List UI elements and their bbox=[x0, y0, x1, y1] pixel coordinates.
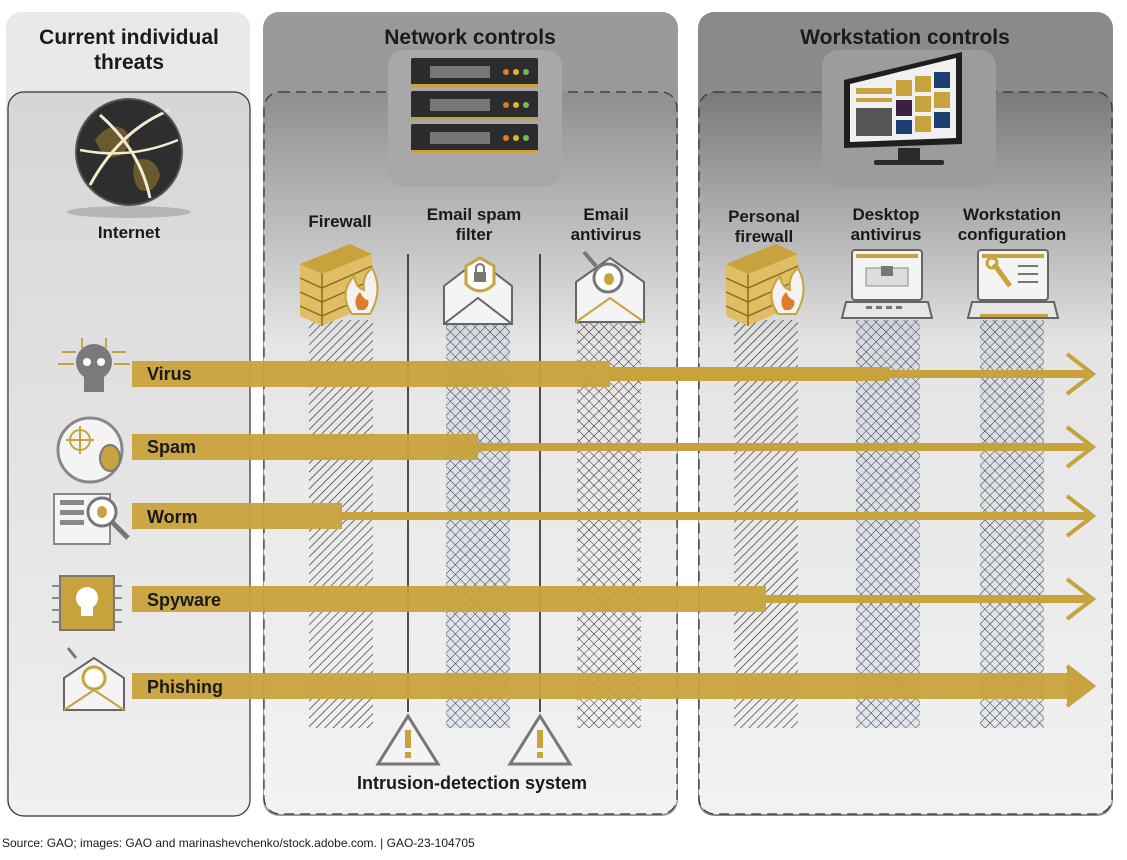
network-heading: Network controls bbox=[384, 26, 556, 49]
monitor-bay bbox=[822, 50, 996, 186]
source-note: Source: GAO; images: GAO and marinashevc… bbox=[2, 836, 475, 850]
threat-label-spyware: Spyware bbox=[147, 590, 222, 610]
threats-inner bbox=[7, 91, 251, 817]
spam-filter-column bbox=[446, 320, 510, 728]
workstation-heading: Workstation controls bbox=[800, 26, 1010, 49]
control-label-desktop-antivirus: Desktop antivirus bbox=[850, 205, 922, 244]
control-label-workstation-config: Workstation configuration bbox=[957, 205, 1067, 244]
threat-label-phishing: Phishing bbox=[147, 677, 223, 697]
email-antivirus-column bbox=[577, 320, 641, 728]
control-label-email-antivirus: Email antivirus bbox=[570, 205, 642, 244]
ids-label: Intrusion-detection system bbox=[356, 773, 588, 793]
threats-heading: Current individual threats bbox=[39, 26, 219, 74]
threat-label-worm: Worm bbox=[147, 507, 198, 527]
internet-label: Internet bbox=[97, 223, 161, 242]
threat-label-spam: Spam bbox=[147, 437, 197, 457]
control-label-personal-firewall: Personal firewall bbox=[728, 207, 800, 246]
control-label-spam-filter: Email spam filter bbox=[426, 205, 522, 244]
firewall-column bbox=[309, 320, 373, 728]
workstation-config-column bbox=[980, 320, 1044, 728]
personal-firewall-column bbox=[734, 320, 798, 728]
control-label-firewall: Firewall bbox=[308, 212, 372, 231]
desktop-antivirus-column bbox=[856, 320, 920, 728]
threat-label-virus: Virus bbox=[147, 364, 192, 384]
server-bay bbox=[388, 50, 562, 186]
